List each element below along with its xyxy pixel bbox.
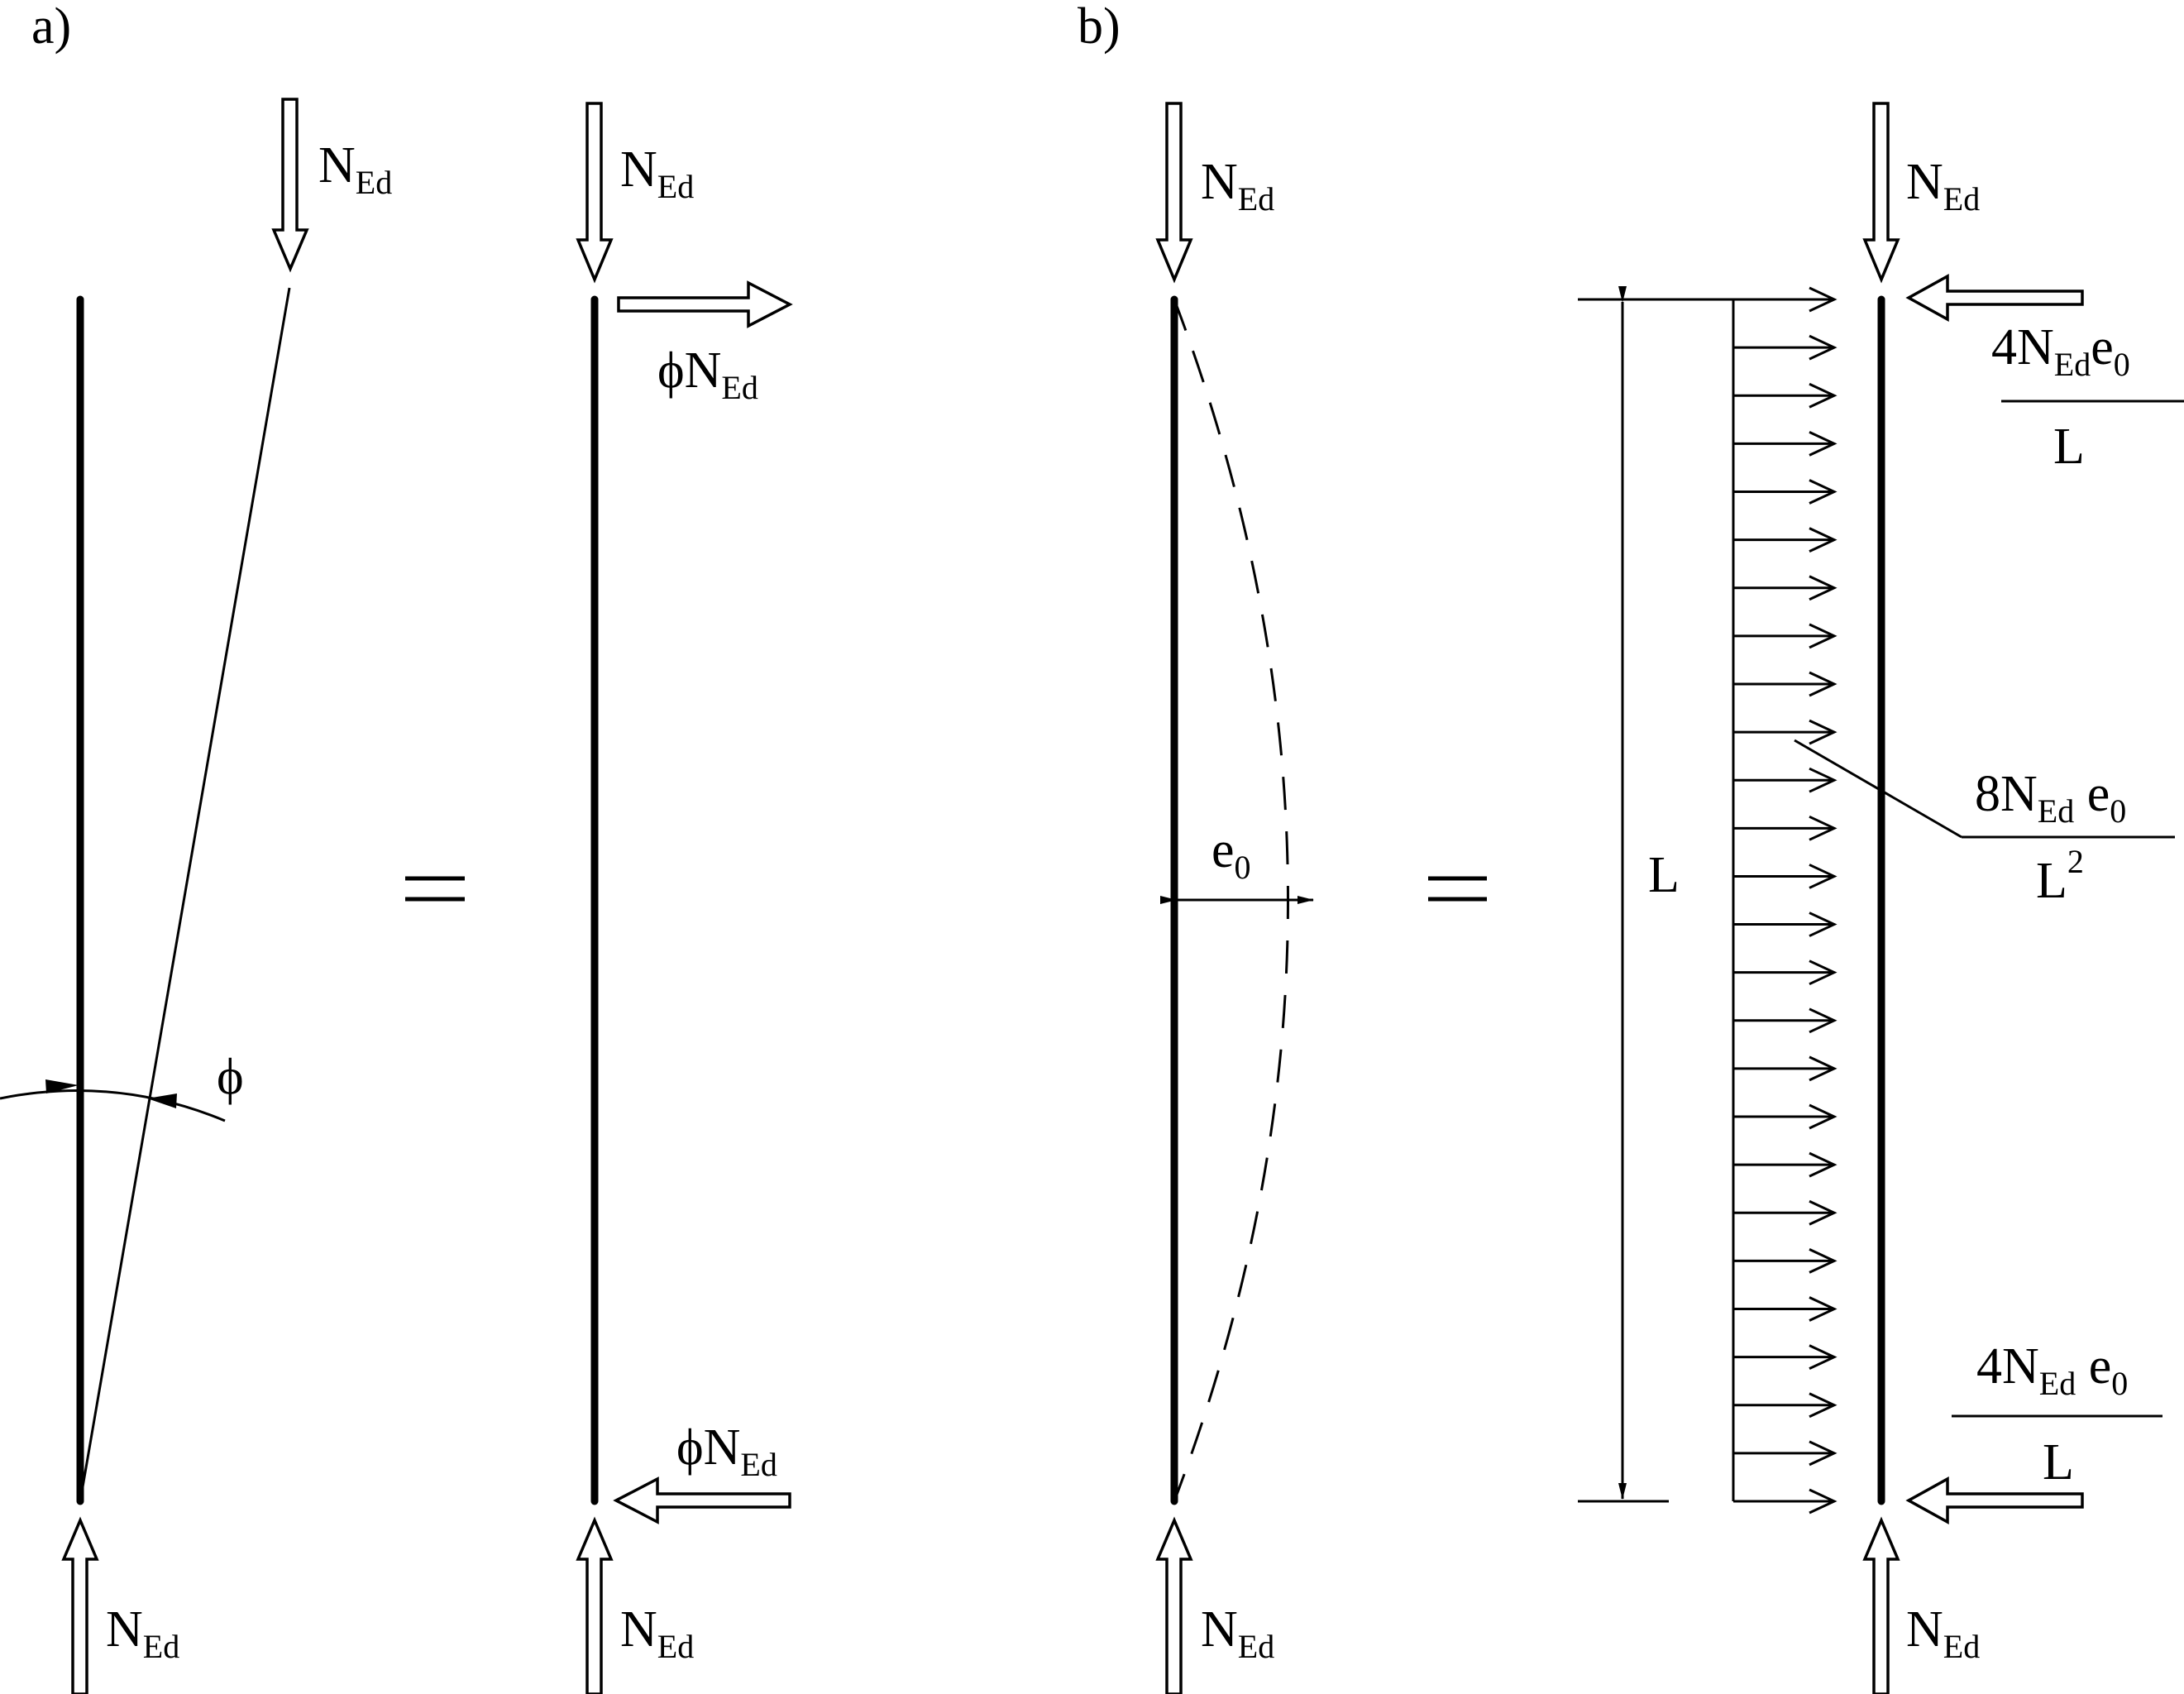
angle-arc — [0, 1089, 226, 1122]
end-reaction-arrow-top — [1905, 274, 2084, 322]
imperfection-line — [79, 287, 291, 1502]
distributed-load-arrowhead — [1809, 1440, 1838, 1467]
distributed-load-arrowhead — [1809, 1103, 1838, 1130]
end-reaction-arrow-bottom — [1905, 1476, 2084, 1524]
force-label-a1-bottom: NEd — [106, 1601, 179, 1665]
distributed-load-arrowhead — [1809, 1151, 1838, 1178]
distributed-load-arrowhead — [1809, 864, 1838, 889]
end-fraction-top-denominator: L — [2053, 419, 2085, 475]
distributed-load-arrowhead — [1809, 286, 1838, 313]
distributed-load-arrowhead — [1809, 815, 1838, 841]
force-label-a1-top: NEd — [318, 137, 392, 201]
distributed-load-arrowhead — [1809, 1344, 1838, 1370]
distributed-load-arrowhead — [1809, 671, 1838, 697]
distributed-load-arrowhead — [1809, 1392, 1838, 1419]
distributed-load-arrowhead — [1809, 1248, 1838, 1274]
force-arrow-a2-top — [576, 102, 614, 284]
force-arrow-a1-top — [271, 98, 309, 273]
distributed-load-arrowhead — [1809, 1199, 1838, 1226]
distributed-load-arrowhead — [1809, 575, 1838, 601]
distributed-load-arrowhead — [1809, 527, 1838, 553]
reaction-label-a2-bottom: ϕNEd — [676, 1419, 777, 1483]
eccentricity-label: e0 — [1211, 822, 1251, 886]
distributed-load-arrows — [1733, 286, 1838, 1515]
force-arrow-b1-top — [1155, 102, 1193, 284]
dist-fraction-denominator: L2 — [2036, 843, 2084, 909]
distributed-load-arrowhead — [1809, 1055, 1838, 1082]
reaction-arrow-a2-bottom — [613, 1476, 791, 1524]
force-arrow-b2-bottom — [1862, 1516, 1900, 1694]
force-label-b2-top: NEd — [1906, 154, 1980, 218]
end-fraction-bottom-denominator: L — [2043, 1434, 2074, 1491]
force-arrow-b2-top — [1862, 102, 1900, 284]
distributed-load-arrowhead — [1809, 382, 1838, 409]
force-label-a2-bottom: NEd — [620, 1601, 694, 1665]
distributed-load-arrowhead — [1809, 431, 1838, 457]
angle-arrowhead-left — [45, 1079, 79, 1093]
end-fraction-bottom-numerator: 4NEd e0 — [1976, 1338, 2128, 1402]
force-label-a2-top: NEd — [620, 141, 694, 205]
angle-arrowhead-right — [147, 1093, 177, 1108]
end-fraction-top-numerator: 4NEde0 — [1991, 319, 2130, 383]
force-arrow-a2-bottom — [576, 1516, 614, 1694]
angle-label: ϕ — [217, 1049, 244, 1105]
force-label-b1-top: NEd — [1201, 154, 1274, 218]
force-label-b2-bottom: NEd — [1906, 1601, 1980, 1665]
equals-sign-b — [1428, 876, 1487, 902]
equals-sign-a — [405, 876, 465, 902]
length-label: L — [1648, 847, 1680, 903]
panel-a-label: a) — [31, 0, 71, 55]
distributed-load-arrowhead — [1809, 1296, 1838, 1322]
force-arrow-a1-bottom — [61, 1516, 99, 1694]
distributed-load-arrowhead — [1809, 1488, 1838, 1515]
distributed-load-arrowhead — [1809, 334, 1838, 361]
distributed-load-arrowhead — [1809, 767, 1838, 793]
distributed-load-arrowhead — [1809, 623, 1838, 649]
leader-line — [1794, 739, 1962, 839]
reaction-label-a2-top: ϕNEd — [657, 342, 758, 406]
distributed-load-arrowhead — [1809, 959, 1838, 986]
panel-b-label: b) — [1078, 0, 1121, 55]
force-arrow-b1-bottom — [1155, 1516, 1193, 1694]
force-label-b1-bottom: NEd — [1201, 1601, 1274, 1665]
distributed-load-arrowhead — [1809, 719, 1838, 745]
dist-fraction-numerator: 8NEd e0 — [1975, 766, 2126, 830]
distributed-load-arrowhead — [1809, 1007, 1838, 1034]
distributed-load-arrowhead — [1809, 912, 1838, 937]
distributed-load-arrowhead — [1809, 479, 1838, 505]
reaction-arrow-a2-top — [617, 280, 793, 328]
